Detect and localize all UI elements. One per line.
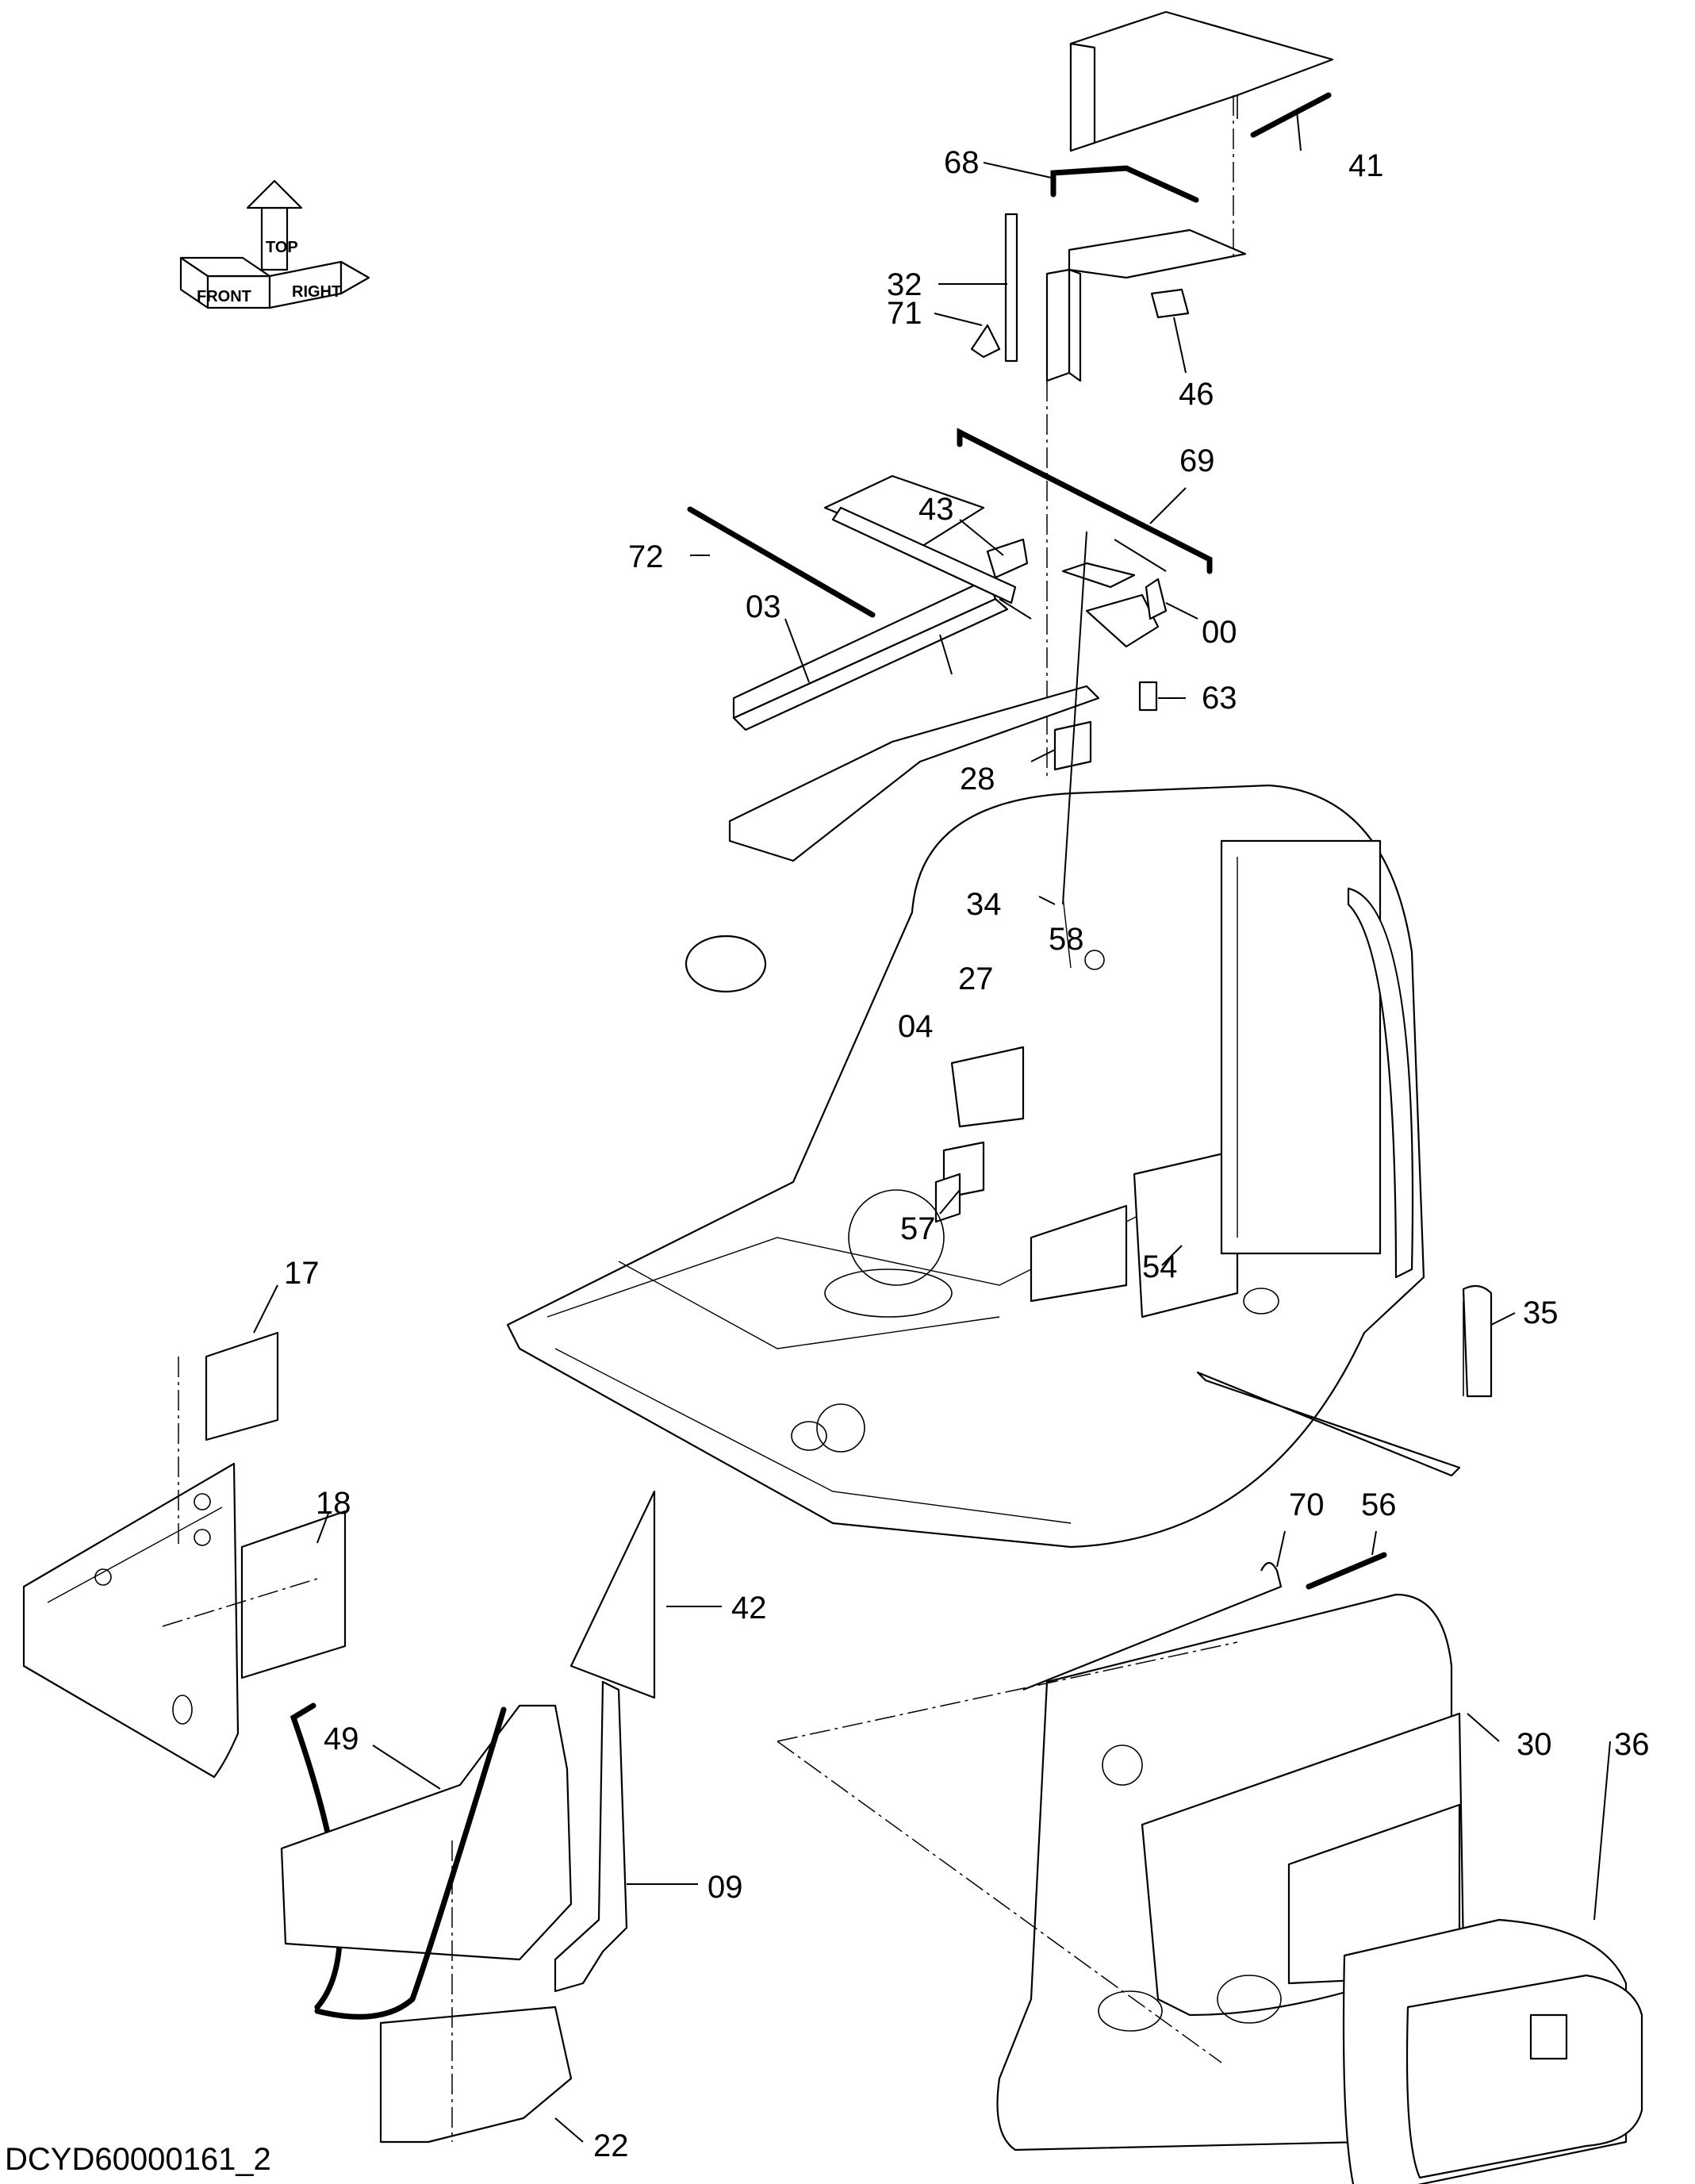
- mid-plates-assembly: [687, 428, 1213, 862]
- top-cover-assembly: [970, 10, 1334, 777]
- callout-27: 27: [958, 961, 994, 996]
- callout-63: 63: [1202, 681, 1237, 716]
- callout-17: 17: [284, 1256, 320, 1291]
- callout-72: 72: [628, 539, 664, 574]
- callout-03: 03: [746, 589, 781, 624]
- callout-43: 43: [918, 492, 954, 527]
- orientation-front-label: FRONT: [197, 288, 251, 305]
- callout-71: 71: [887, 296, 922, 331]
- callout-18: 18: [316, 1486, 351, 1521]
- callout-35: 35: [1523, 1295, 1559, 1330]
- side-pad-assembly: [1462, 1284, 1493, 1398]
- callout-42: 42: [731, 1591, 767, 1626]
- callout-54: 54: [1142, 1249, 1178, 1284]
- rear-cover-assembly: [777, 1552, 1643, 2184]
- orientation-top-label: TOP: [266, 239, 298, 256]
- callout-28: 28: [960, 762, 995, 796]
- callout-68: 68: [944, 145, 980, 180]
- callout-56: 56: [1361, 1487, 1397, 1522]
- left-cover-assembly: [22, 1331, 656, 2144]
- callout-41: 41: [1348, 148, 1384, 183]
- callout-labels: 41 68 32 71 46 69 43 72 03 00 63 28 34 5…: [284, 145, 1650, 2163]
- callout-58: 58: [1049, 922, 1084, 957]
- callout-57: 57: [900, 1211, 936, 1246]
- callout-70: 70: [1289, 1487, 1325, 1522]
- callout-49: 49: [324, 1721, 359, 1756]
- callout-36: 36: [1614, 1727, 1650, 1762]
- callout-46: 46: [1179, 377, 1214, 412]
- callout-30: 30: [1517, 1727, 1552, 1762]
- callout-leaders: [253, 110, 1611, 2143]
- main-frame: [506, 784, 1461, 1549]
- callout-32: 32: [887, 267, 922, 302]
- callout-34: 34: [966, 887, 1002, 922]
- callout-09: 09: [708, 1870, 743, 1905]
- callout-00: 00: [1202, 615, 1237, 650]
- callout-69: 69: [1179, 443, 1215, 478]
- orientation-symbol: FRONT TOP RIGHT: [179, 179, 370, 309]
- orientation-right-label: RIGHT: [292, 283, 341, 301]
- callout-04: 04: [898, 1009, 934, 1044]
- drawing-code: DCYD60000161_2: [5, 2142, 271, 2177]
- callout-22: 22: [593, 2128, 629, 2163]
